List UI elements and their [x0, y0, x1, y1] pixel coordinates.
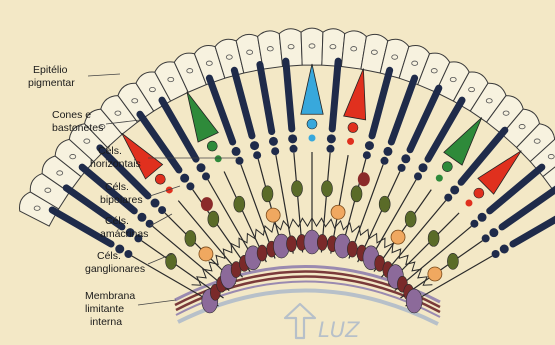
rod-nucleus [288, 134, 297, 143]
bipolar-cell [405, 211, 416, 227]
cone-nucleus [474, 188, 484, 198]
ganglion-cell [406, 289, 422, 313]
amacrine-cell [391, 230, 405, 244]
cone-nucleus [307, 119, 317, 129]
rod-nucleus [478, 213, 487, 222]
amacrine-cell [331, 205, 345, 219]
cone-nucleus [442, 162, 452, 172]
bipolar-cell [262, 186, 273, 202]
rod-terminal [398, 164, 406, 172]
label-bipolares-line2: bipolares [100, 194, 143, 206]
rod-nucleus [180, 174, 189, 183]
rod-terminal [253, 151, 261, 159]
cone-terminal [309, 135, 316, 142]
label-horizontais-line2: horizontais [90, 158, 141, 170]
ganglion-cell [287, 236, 297, 252]
ganglion-cell [257, 245, 267, 261]
epithelium-cell [301, 28, 323, 65]
rod-terminal [326, 145, 334, 153]
rod-nucleus [327, 134, 336, 143]
cone-terminal [465, 200, 472, 207]
label-membrana-line1: Membrana [85, 290, 135, 302]
rod-terminal [158, 206, 166, 214]
cone-terminal [215, 155, 222, 162]
label-ganglionares-line2: ganglionares [85, 263, 145, 275]
rod-nucleus [500, 245, 509, 254]
ganglion-cell [317, 234, 327, 250]
rod-terminal [482, 234, 490, 242]
rod-nucleus [269, 137, 278, 146]
rod-nucleus [232, 147, 241, 156]
amacrine-cell [428, 267, 442, 281]
label-ganglionares-line1: Céls. [97, 250, 121, 262]
rod-terminal [202, 172, 210, 180]
bipolar-cell [428, 230, 439, 246]
label-amacrinas-line2: amácrinas [100, 228, 148, 240]
label-cones-line1: Cones e [52, 109, 91, 121]
rod-nucleus [250, 141, 259, 150]
bipolar-cell [321, 181, 332, 197]
label-horizontais-line1: Céls. [98, 145, 122, 157]
bipolar-cell [351, 186, 362, 202]
label-epitelio-line1: Epitélio [33, 64, 68, 76]
rod-terminal [470, 220, 478, 228]
cone-nucleus [207, 141, 217, 151]
rod-terminal [363, 151, 371, 159]
rod-terminal [444, 194, 452, 202]
rod-nucleus [401, 154, 410, 163]
rod-nucleus [151, 199, 160, 208]
rod-terminal [146, 220, 154, 228]
rod-nucleus [450, 185, 459, 194]
rod-terminal [414, 172, 422, 180]
rod-terminal [186, 182, 194, 190]
amacrine-cell [266, 208, 280, 222]
rod-terminal [492, 250, 500, 258]
label-bipolares-line1: Céls. [105, 181, 129, 193]
light-label: LUZ [318, 318, 360, 342]
amacrine-cell [199, 247, 213, 261]
rod-nucleus [365, 141, 374, 150]
rod-nucleus [419, 163, 428, 172]
rod-terminal [124, 250, 132, 258]
bipolar-cell [447, 253, 458, 269]
rod-terminal [381, 157, 389, 165]
cone-nucleus [348, 123, 358, 133]
ganglion-cell [347, 241, 357, 257]
rod-nucleus [489, 228, 498, 237]
rod-nucleus [137, 213, 146, 222]
label-amacrinas-line1: Céls. [105, 215, 129, 227]
rod-terminal [290, 145, 298, 153]
label-cones-line2: bastonetes [52, 122, 103, 134]
label-epitelio-line2: pigmentar [28, 77, 75, 89]
bipolar-cell [185, 230, 196, 246]
horizontal-cell [201, 197, 213, 211]
bipolar-cell [234, 196, 245, 212]
bipolar-cell [208, 211, 219, 227]
cone-terminal [436, 175, 443, 182]
bipolar-cell [379, 196, 390, 212]
cone-nucleus [155, 174, 165, 184]
label-membrana-line3: interna [90, 316, 122, 328]
horizontal-cell [358, 172, 370, 186]
label-membrana-line2: limitante [85, 303, 124, 315]
rod-nucleus [383, 147, 392, 156]
rod-nucleus [197, 163, 206, 172]
rod-terminal [271, 147, 279, 155]
bipolar-cell [292, 181, 303, 197]
cone-terminal [347, 138, 354, 145]
